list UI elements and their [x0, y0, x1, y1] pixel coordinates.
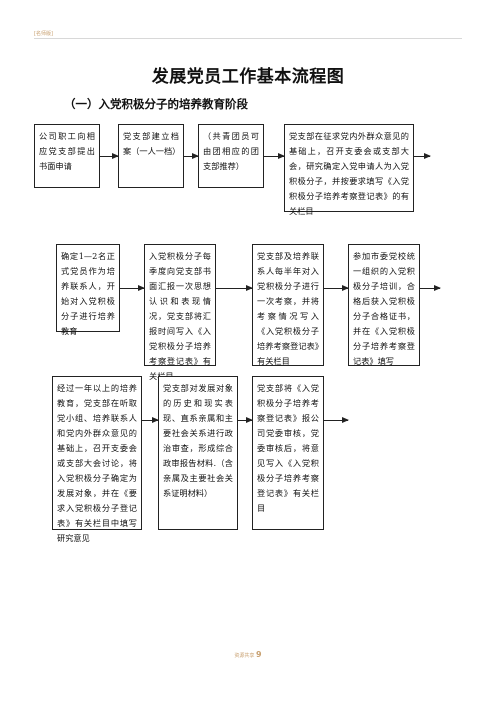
- flow-step-3: （共青团员可由团相应的团支部推荐）: [198, 124, 264, 188]
- flow-step-2: 党支部建立档案（一人一档）: [118, 124, 184, 188]
- footer-prefix: 资源共享: [234, 653, 255, 659]
- flow-step-5: 确定1—2名正式党员作为培养联系人，开始对入党积极分子进行培养教育: [56, 244, 120, 336]
- section-subtitle: （一）入党积极分子的培养教育阶段: [64, 97, 248, 111]
- flow-arrow: [100, 153, 119, 159]
- flow-arrow: [120, 285, 145, 291]
- flow-arrow: [324, 285, 349, 291]
- flow-arrow: [324, 417, 349, 423]
- flow-arrow: [216, 285, 253, 291]
- flow-arrow: [420, 285, 441, 291]
- flow-step-1: 公司职工向相应党支部提出书面申请: [34, 124, 100, 188]
- flow-step-9: 经过一年以上的培养教育，党支部在听取党小组、培养联系人和党内外群众意见的基础上，…: [52, 376, 142, 543]
- header-rule: [34, 38, 462, 39]
- page-number: 9: [256, 650, 262, 659]
- flow-step-6: 入党积极分子每季度向党支部书面汇报一次思想认识和表现情况，党支部将汇报时间写入《…: [144, 244, 216, 381]
- flow-step-8: 参加市委党校统一组织的入党积极分子培训，合格后获入党积极分子合格证书，并在《入党…: [348, 244, 420, 366]
- flow-step-11: 党支部将《入党积极分子培养考察登记表》报公司党委审核，党委审核后，将意见写入《入…: [252, 376, 324, 530]
- flow-arrow: [142, 417, 159, 423]
- page-title: 发展党员工作基本流程图: [151, 67, 345, 87]
- header-tag: [名师版]: [34, 31, 53, 37]
- flow-step-4: 党支部在征求党内外群众意见的基础上，召开支委会或支部大会，研究确定入党申请人为入…: [284, 124, 414, 216]
- flow-arrow: [264, 153, 285, 159]
- flow-arrow: [414, 153, 431, 159]
- page-footer: 资源共享 9: [0, 650, 496, 659]
- flow-arrow: [238, 417, 253, 423]
- flow-arrow: [184, 153, 199, 159]
- flow-step-7: 党支部及培养联系人每半年对入党积极分子进行一次考察，并将考察情况写入《入党积极分…: [252, 244, 324, 366]
- flow-step-10: 党支部对发展对象的历史和现实表现、直系亲属和主要社会关系进行政治审查，形成综合政…: [158, 376, 238, 530]
